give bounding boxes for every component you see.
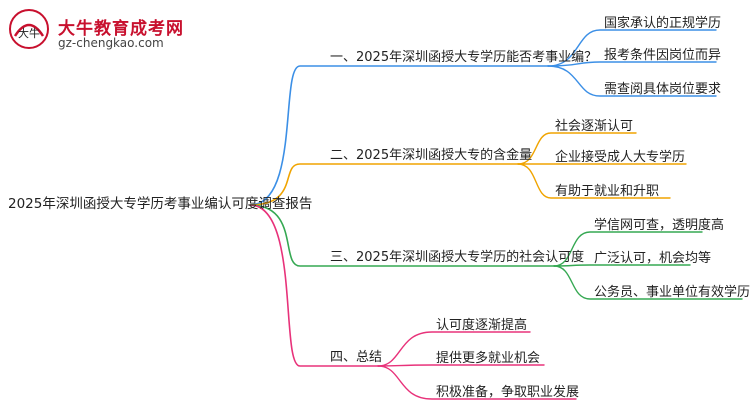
leaf-3-3: 公务员、事业单位有效学历证明 — [594, 285, 750, 300]
leaf-2-1: 社会逐渐认可 — [555, 119, 634, 134]
leaf-2-3-connector — [517, 163, 671, 199]
leaf-1-2: 报考条件因岗位而异 — [604, 48, 722, 63]
leaf-3-2-connector — [553, 264, 691, 267]
site-logo: 大牛 大牛教育成考网 gz-chengkao.com — [6, 6, 226, 52]
leaf-3-3-connector — [553, 265, 743, 300]
leaf-1-1-connector — [547, 29, 717, 67]
leaf-4-1: 认可度逐渐提高 — [436, 318, 528, 333]
leaf-4-2-connector — [377, 364, 545, 367]
leaf-2-1-connector — [517, 132, 637, 165]
leaf-2-3: 有助于就业和升职 — [555, 184, 660, 199]
leaf-2-2: 企业接受成人大专学历 — [555, 150, 686, 165]
logo-mark-icon: 大牛 — [9, 9, 49, 49]
branch-2-connector — [249, 163, 519, 206]
branch-1-connector — [249, 65, 549, 206]
branch-3-label: 三、2025年深圳函授大专学历的社会认可度 — [330, 250, 585, 265]
branch-3-connector — [249, 204, 555, 267]
leaf-3-2: 广泛认可，机会均等 — [594, 251, 712, 266]
svg-text:大牛: 大牛 — [18, 26, 40, 40]
branch-2-label: 二、2025年深圳函授大专的含金量 — [330, 148, 533, 163]
leaf-1-2-connector — [547, 61, 717, 67]
leaf-3-1: 学信网可查，透明度高 — [594, 218, 725, 233]
leaf-4-3-connector — [377, 365, 577, 400]
leaf-4-1-connector — [377, 331, 531, 367]
leaf-4-2: 提供更多就业机会 — [436, 351, 541, 366]
leaf-4-3: 积极准备，争取职业发展 — [436, 385, 580, 400]
branch-4-label: 四、总结 — [330, 350, 383, 365]
branch-4-connector — [249, 204, 379, 367]
leaf-1-1: 国家承认的正规学历 — [604, 16, 722, 31]
root-node: 2025年深圳函授大专学历考事业编认可度调查报告 — [8, 196, 313, 212]
leaf-3-1-connector — [553, 231, 703, 267]
logo-url: gz-chengkao.com — [58, 36, 164, 50]
logo-title: 大牛教育成考网 — [58, 19, 184, 39]
leaf-1-3: 需查阅具体岗位要求 — [604, 82, 722, 97]
leaf-1-3-connector — [547, 65, 717, 97]
branch-1-label: 一、2025年深圳函授大专学历能否考事业编？ — [330, 50, 598, 65]
